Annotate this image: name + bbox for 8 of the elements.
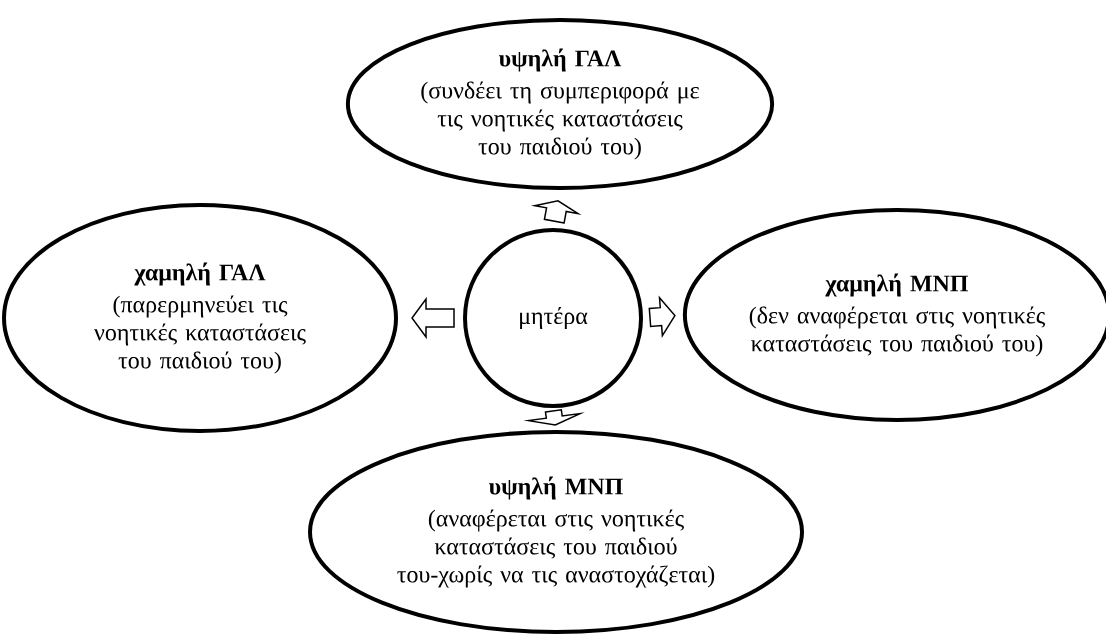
ellipse-node: χαμηλή ΓΑΛ (παρερμηνεύει τις νοητικές καταστάσεις του παιδιού του) — [2, 203, 398, 433]
ellipse-node: υψηλή ΜΝΠ (αναφέρεται στις νοητικές καταστάσεις του παιδιού του-χωρίς να τις αναστοχάζεται) — [308, 430, 804, 634]
circle-node: μητέρα — [463, 228, 643, 408]
block-arrow — [411, 296, 455, 340]
block-arrow — [523, 409, 585, 426]
ellipse-node: υψηλή ΓΑΛ (συνδέει τη συμπεριφορά με τις νοητικές καταστάσεις του παιδιού του) — [345, 18, 775, 190]
block-arrow — [530, 200, 582, 224]
block-arrow — [648, 295, 676, 338]
